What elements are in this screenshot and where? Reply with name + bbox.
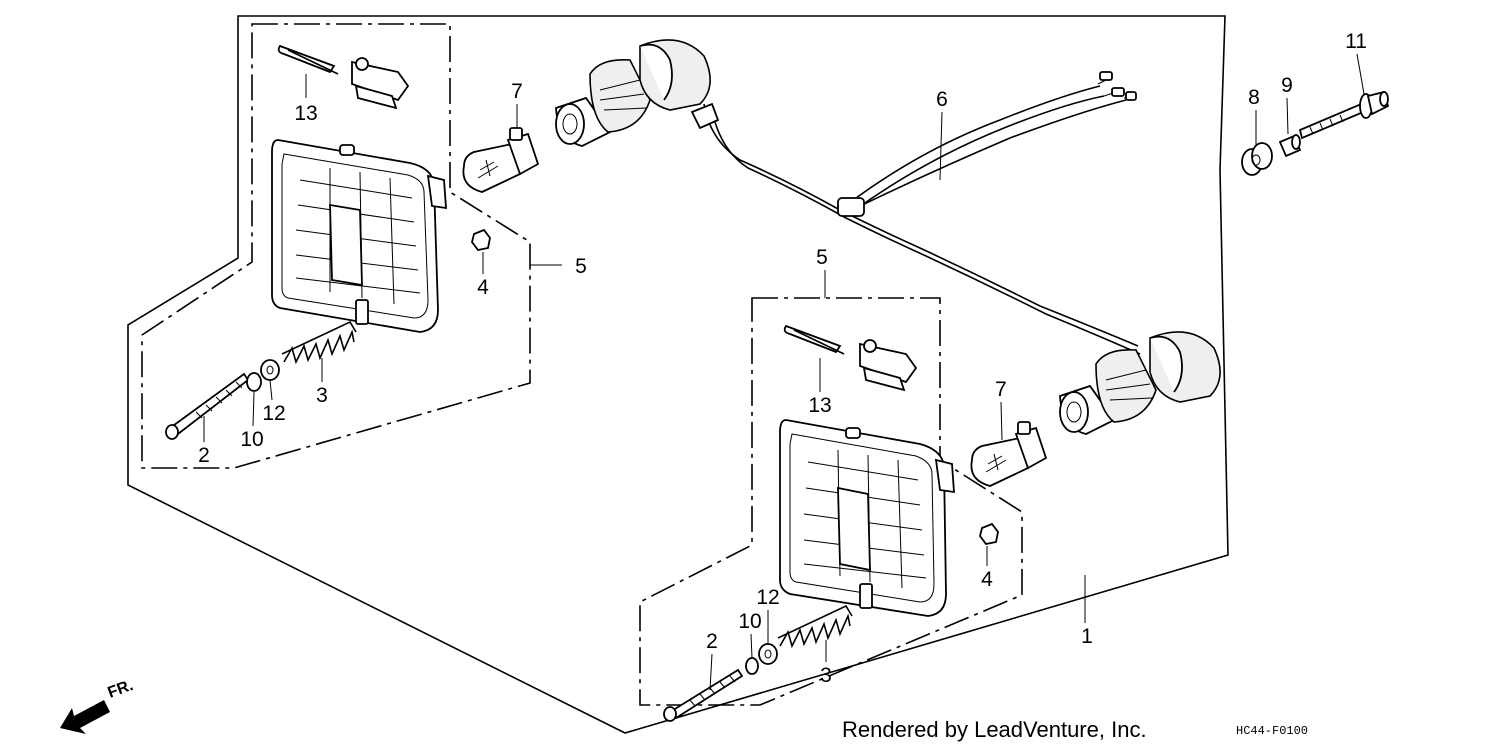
- label-part-4-upper: 4: [477, 276, 489, 299]
- bulb-lower: [970, 421, 1048, 487]
- label-part-6: 6: [936, 88, 948, 111]
- pin-clip-lower: [783, 324, 845, 355]
- credit-text: Rendered by LeadVenture, Inc.: [842, 717, 1147, 742]
- socket-lower: [1059, 331, 1221, 435]
- label-part-11: 11: [1345, 30, 1367, 53]
- lower-group-outline: [639, 297, 1023, 706]
- front-direction-indicator: FR.: [60, 677, 136, 734]
- screw-upper: [165, 372, 250, 440]
- headlight-upper: [271, 139, 447, 333]
- adjuster-bracket-lower: [859, 339, 918, 392]
- label-part-7-upper: 7: [511, 80, 523, 103]
- socket-upper: [555, 39, 711, 147]
- label-part-10-lower: 10: [738, 610, 761, 633]
- pin-clip-upper: [277, 44, 339, 75]
- screw-lower: [663, 668, 744, 722]
- label-part-7-lower: 7: [995, 378, 1007, 401]
- washer-12-lower: [758, 643, 778, 665]
- washer-10-upper: [246, 372, 262, 392]
- front-label: FR.: [106, 677, 136, 702]
- nut-lower: [979, 522, 999, 545]
- label-part-13-lower: 13: [808, 394, 831, 417]
- label-part-2-lower: 2: [706, 630, 718, 653]
- collar-9: [1278, 134, 1302, 158]
- grommet-8: [1241, 142, 1273, 176]
- label-part-8: 8: [1248, 86, 1260, 109]
- assembly-outline: [127, 15, 1229, 734]
- headlight-lower: [779, 419, 955, 617]
- label-part-9: 9: [1281, 74, 1293, 97]
- label-part-12-upper: 12: [262, 402, 285, 425]
- label-part-4-lower: 4: [981, 568, 993, 591]
- washer-10-lower: [745, 657, 759, 675]
- adjuster-bracket-upper: [351, 57, 410, 110]
- bolt-11: [1298, 90, 1390, 140]
- upper-left-group-outline: [141, 23, 531, 469]
- washer-12-upper: [260, 359, 280, 381]
- spring-upper: [281, 320, 357, 365]
- wire-harness: [690, 71, 1141, 355]
- spring-lower: [777, 604, 853, 649]
- label-part-3-lower: 3: [820, 664, 832, 687]
- label-part-5-upper: 5: [575, 255, 587, 278]
- diagram-code: HC44-F0100: [1236, 724, 1308, 738]
- label-part-12-lower: 12: [756, 586, 779, 609]
- nut-upper: [471, 228, 491, 251]
- label-part-3-upper: 3: [316, 384, 328, 407]
- label-part-1: 1: [1081, 625, 1093, 648]
- label-part-13-upper: 13: [294, 102, 317, 125]
- bulb-upper: [462, 127, 540, 193]
- label-part-2-upper: 2: [198, 444, 210, 467]
- arrow-front-icon: [60, 700, 110, 734]
- label-part-10-upper: 10: [240, 428, 263, 451]
- label-part-5-lower: 5: [816, 246, 828, 269]
